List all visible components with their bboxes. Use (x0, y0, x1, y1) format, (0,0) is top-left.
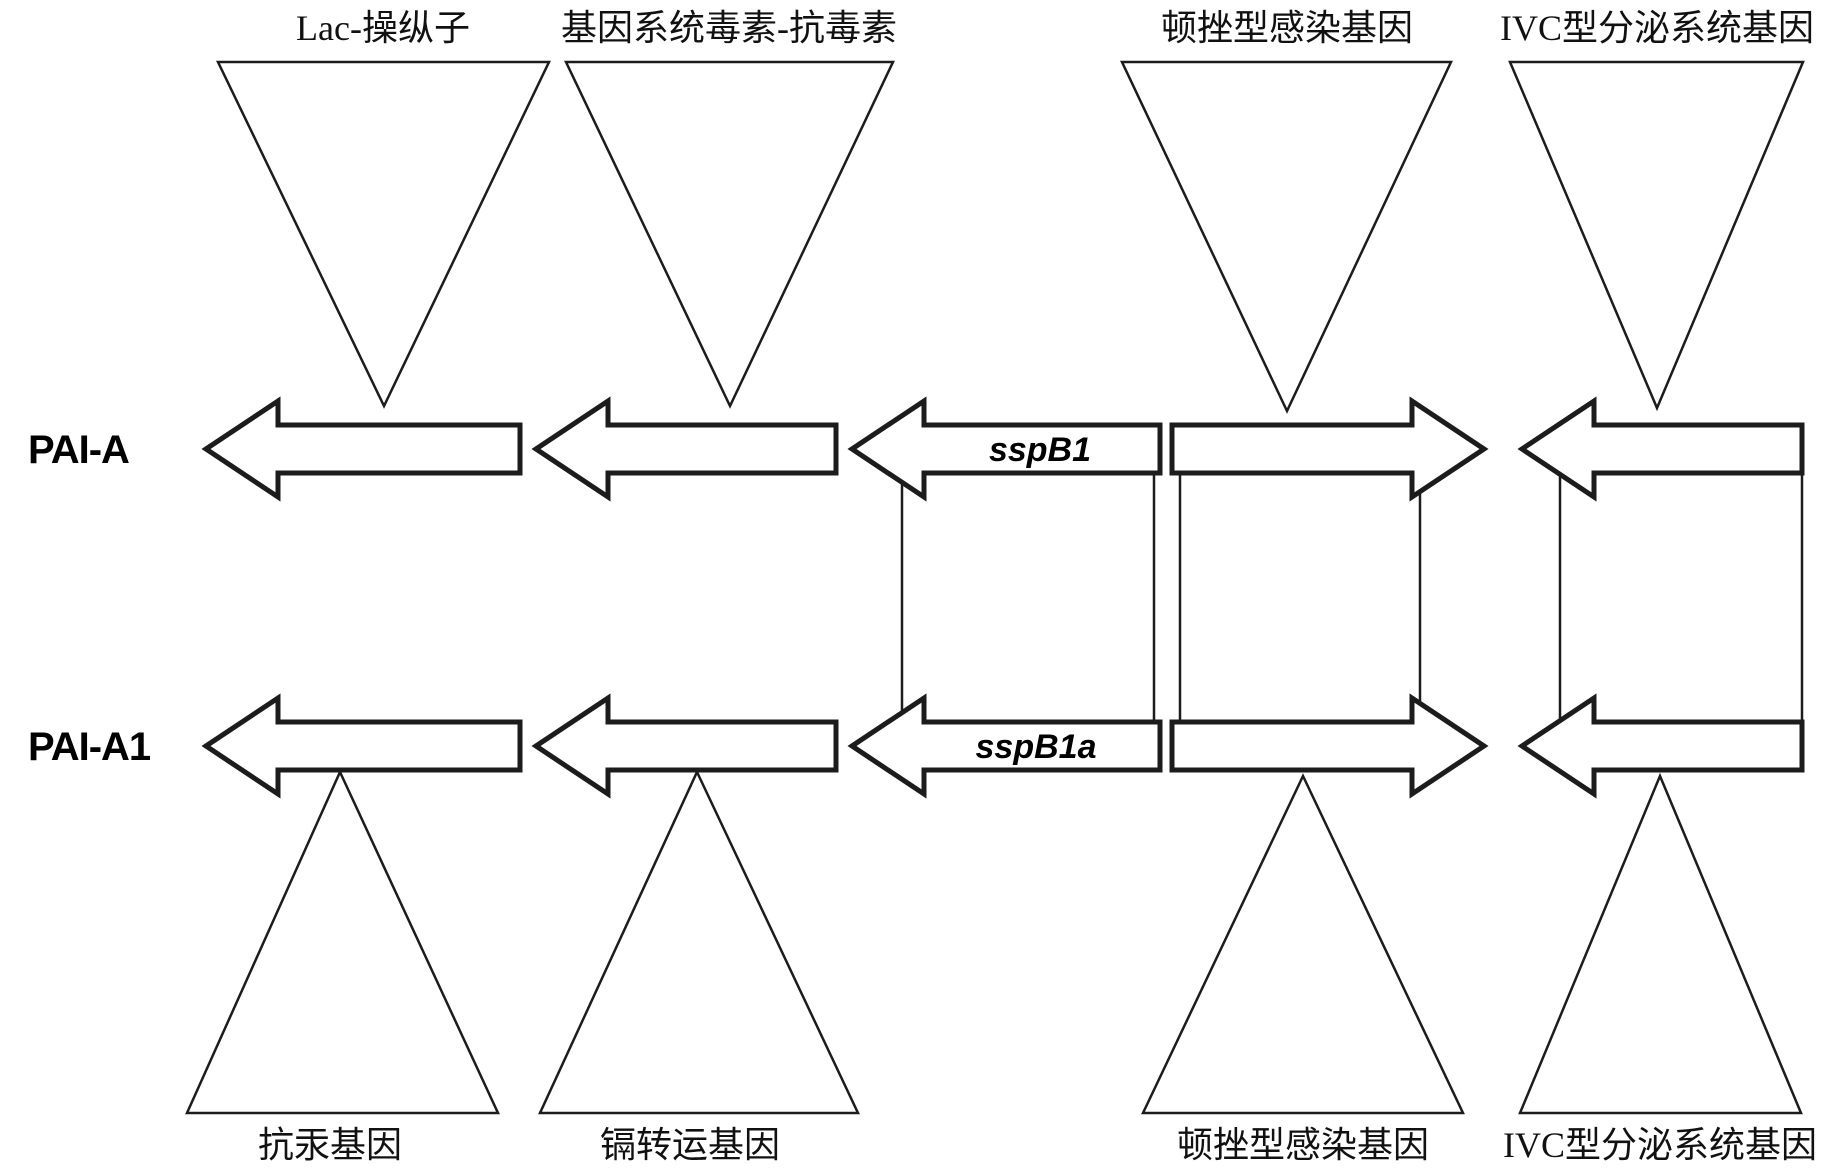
top-label-toxin-antitoxin: 基因系统毒素-抗毒素 (561, 8, 897, 48)
insertion-triangle-lac-operon (216, 60, 551, 409)
insertion-triangle-mercury-resistance (185, 768, 500, 1115)
top-label-lac-operon: Lac-操纵子 (296, 8, 470, 48)
pai-a-gene-arrow-4-right (1169, 396, 1489, 502)
pai-a1-gene-arrow-2-left (531, 693, 839, 799)
homology-connector-abortive-infection (1178, 447, 1422, 748)
gene-label-sspB1: sspB1 (989, 431, 1091, 469)
top-label-abortive-infection: 顿挫型感染基因 (1161, 8, 1413, 48)
homology-connector-sspB1 (900, 447, 1156, 748)
bottom-label-cadmium-transport: 镉转运基因 (600, 1125, 780, 1165)
bottom-label-abortive-infection: 顿挫型感染基因 (1177, 1125, 1429, 1165)
insertion-triangle-cadmium-transport (538, 769, 860, 1115)
insertion-triangle-ivc-secretion-top (1508, 60, 1805, 412)
bottom-label-ivc-secretion: IVC型分泌系统基因 (1503, 1125, 1817, 1165)
pai-a1-gene-arrow-5-left (1517, 693, 1805, 799)
pai-a-gene-arrow-2-left (531, 396, 839, 502)
pai-a1-gene-arrow-4-right (1169, 693, 1489, 799)
insertion-triangle-ivc-secretion-bottom (1518, 772, 1803, 1115)
pai-a-gene-arrow-1-left (201, 396, 523, 502)
pai-a1-gene-arrow-1-left (201, 693, 523, 799)
insertion-triangle-abortive-infection-top (1120, 60, 1453, 414)
gene-label-sspB1a: sspB1a (976, 728, 1097, 766)
pai-a1-gene-arrow-sspB1a-left (847, 693, 1163, 799)
bottom-label-mercury-resistance: 抗汞基因 (258, 1125, 402, 1165)
insertion-triangle-abortive-infection-bottom (1141, 773, 1465, 1115)
top-label-ivc-secretion: IVC型分泌系统基因 (1500, 8, 1814, 48)
insertion-triangle-toxin-antitoxin (564, 60, 895, 409)
pai-a-gene-arrow-5-left (1517, 396, 1805, 502)
pai-a-gene-arrow-sspB1-left (847, 396, 1163, 502)
row-label-pai-a1: PAI-A1 (28, 725, 151, 769)
row-label-pai-a: PAI-A (28, 428, 129, 472)
